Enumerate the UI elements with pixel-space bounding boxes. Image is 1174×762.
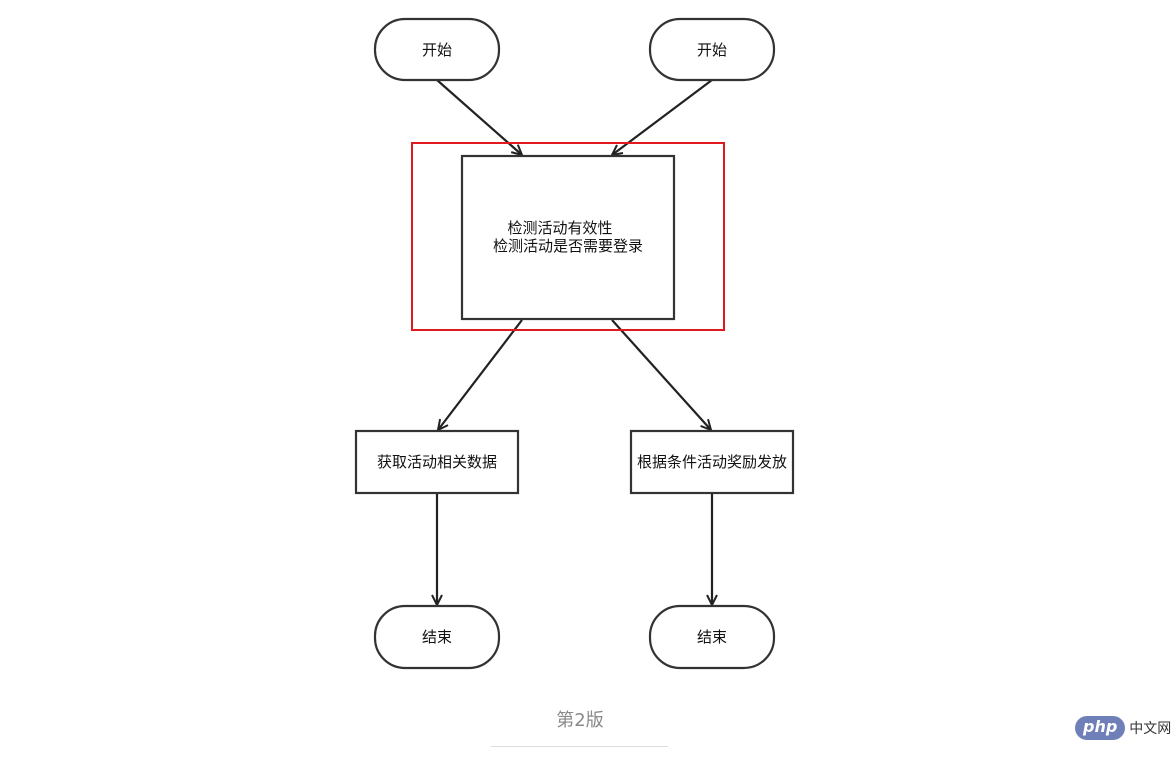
fetch-data-box — [354, 429, 520, 495]
highlight-frame — [411, 142, 725, 331]
check-activity-line1: 检测活动有效性 — [507, 219, 612, 237]
start-node-left — [373, 17, 501, 82]
check-activity-line2: 检测活动是否需要登录 — [493, 237, 643, 255]
end-node-right — [648, 604, 776, 670]
check-activity-box — [460, 154, 676, 321]
watermark-text: 中文网 — [1129, 721, 1172, 737]
fetch-data-label: 获取活动相关数据 — [377, 453, 497, 471]
start-node-left-label: 开始 — [422, 41, 452, 59]
edge-check-to-fetch — [438, 319, 523, 430]
end-node-right-label: 结束 — [697, 628, 727, 646]
figure-caption: 第2版 — [556, 710, 604, 731]
start-node-right — [648, 17, 776, 82]
edge-check-to-distribute — [611, 319, 711, 430]
distribute-rewards-box — [629, 429, 795, 495]
caption-divider — [491, 746, 668, 747]
end-node-left — [373, 604, 501, 670]
distribute-rewards-label: 根据条件活动奖励发放 — [637, 453, 787, 471]
start-node-right-label: 开始 — [697, 41, 727, 59]
end-node-left-label: 结束 — [422, 628, 452, 646]
php-logo-badge: php — [1075, 716, 1126, 740]
site-watermark: php 中文网 — [1075, 716, 1171, 740]
